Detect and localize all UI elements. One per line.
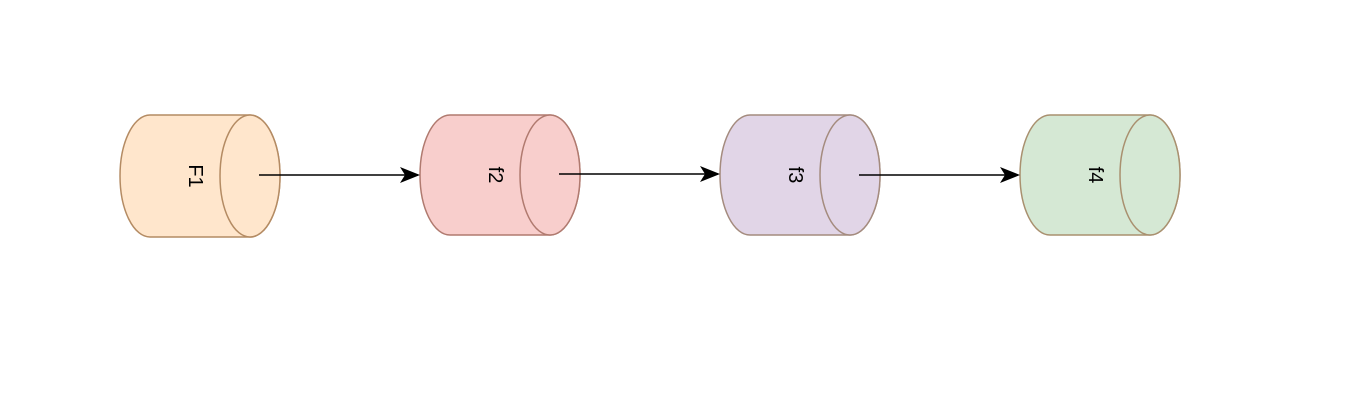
cylinder-node-f3[interactable]: f3 [719, 114, 881, 236]
node-label-f1: F1 [184, 164, 206, 187]
cylinder-node-f4[interactable]: f4 [1019, 114, 1181, 236]
cylinder-end [219, 114, 281, 238]
cylinder-node-f1[interactable]: F1 [119, 114, 281, 238]
node-label-f3: f3 [784, 167, 806, 184]
cylinder-end [519, 114, 581, 236]
node-label-f4: f4 [1084, 167, 1106, 184]
cylinder-end [1119, 114, 1181, 236]
cylinder-node-f2[interactable]: f2 [419, 114, 581, 236]
node-label-f2: f2 [484, 167, 506, 184]
